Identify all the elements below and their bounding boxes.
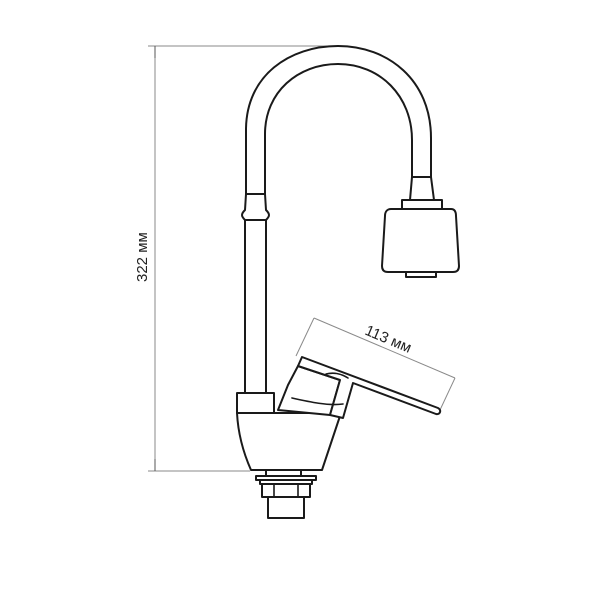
aerator-nozzle bbox=[405, 271, 437, 278]
aerator-neck bbox=[409, 176, 435, 201]
aerator-head bbox=[381, 176, 460, 278]
faucet-body bbox=[236, 412, 342, 471]
lever-extension-line-right bbox=[439, 377, 456, 411]
spout bbox=[245, 45, 432, 195]
aerator-body bbox=[381, 208, 460, 273]
spout-hose bbox=[245, 45, 432, 195]
height-dimension: 322 мм bbox=[134, 45, 330, 472]
body-highlight bbox=[291, 397, 344, 406]
mounting-hardware bbox=[255, 469, 317, 519]
lever-handle bbox=[277, 356, 442, 419]
vertical-stem bbox=[244, 219, 267, 396]
height-label: 322 мм bbox=[134, 232, 151, 282]
lever-extension-line-left bbox=[295, 317, 315, 357]
lever-dimension-line bbox=[313, 317, 456, 379]
aerator-collar bbox=[401, 199, 443, 210]
stem-base-block bbox=[236, 392, 275, 414]
coupling-ring bbox=[241, 193, 270, 221]
lever-arm bbox=[297, 356, 442, 419]
lever-length-label: 113 мм bbox=[362, 322, 413, 357]
threaded-shank bbox=[267, 496, 305, 519]
lever-highlight bbox=[325, 372, 349, 379]
stem-coupling bbox=[241, 193, 270, 221]
mounting-nut bbox=[261, 483, 311, 498]
